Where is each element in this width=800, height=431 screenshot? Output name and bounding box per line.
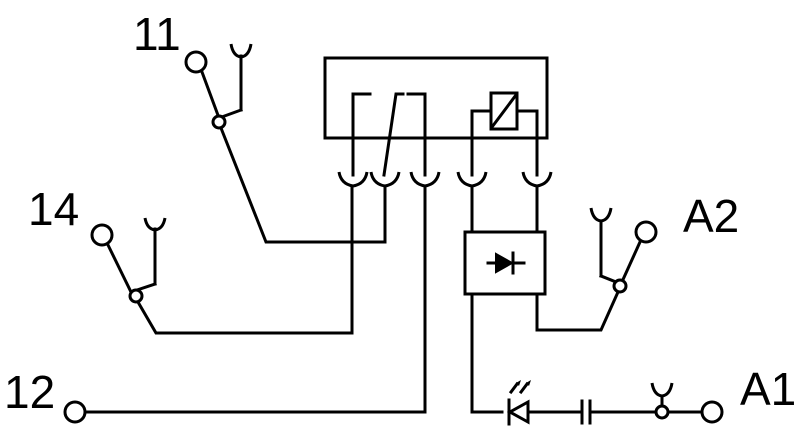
terminal-14-connector [90,217,167,304]
socket-pin-forks [337,171,553,188]
terminal-label-11: 11 [133,8,181,60]
wire-12 [83,186,427,414]
terminal-a1-connector [650,382,724,424]
rectifier-module [463,186,547,296]
terminal-11-connector [184,43,253,130]
wire-a2 [535,290,620,332]
terminal-a2-connector [589,207,658,294]
wire-11 [219,126,387,244]
terminal-12-connector [63,400,87,424]
relay-coil-icon [470,91,539,177]
wire-14 [135,186,354,335]
relay-housing [323,56,549,140]
wire-a1-rectifier [470,292,504,414]
changeover-contact-symbol [351,92,427,177]
led-indicator-icon [506,380,538,426]
capacitor-icon [534,399,658,425]
terminal-label-a1: A1 [740,363,796,415]
terminal-label-14: 14 [28,183,79,235]
terminal-label-12: 12 [4,366,55,418]
terminal-label-a2: A2 [683,190,739,242]
